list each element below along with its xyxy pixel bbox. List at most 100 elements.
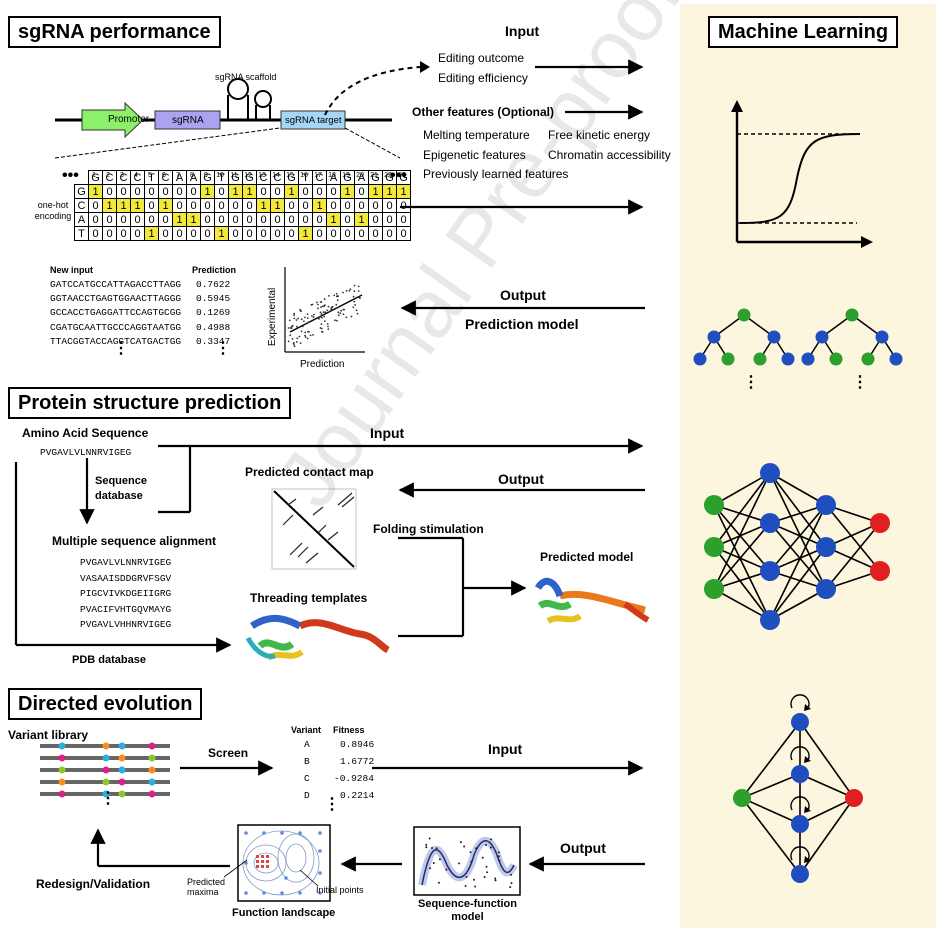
protein-input-label: Input bbox=[370, 425, 405, 441]
onehot-cell: 0 bbox=[312, 212, 327, 227]
rnn-node bbox=[791, 865, 809, 883]
scatter-point bbox=[320, 316, 323, 319]
prediction-header: Prediction bbox=[192, 265, 237, 275]
redesign-label: Redesign/Validation bbox=[36, 877, 151, 891]
scatter-point bbox=[337, 311, 340, 314]
new-input-header: New input bbox=[50, 265, 93, 275]
sf-point bbox=[458, 862, 461, 865]
directed-title: Directed evolution bbox=[8, 688, 203, 720]
loop-arrowhead bbox=[804, 806, 811, 813]
sf-point bbox=[435, 847, 438, 850]
loop-arrowhead bbox=[804, 756, 811, 763]
onehot-cell: 0 bbox=[130, 226, 145, 241]
sf-point bbox=[494, 877, 497, 880]
variant-name: C bbox=[304, 773, 310, 784]
nn-edge bbox=[769, 522, 827, 548]
scatter-point bbox=[316, 317, 319, 320]
sequence-base: G bbox=[368, 170, 383, 185]
sequence-base: C bbox=[312, 170, 327, 185]
scatter-point bbox=[312, 316, 315, 319]
scatter-point bbox=[340, 309, 342, 312]
sgrna-title: sgRNA performance bbox=[8, 16, 221, 48]
onehot-cell: 0 bbox=[172, 184, 187, 199]
protein-output-label: Output bbox=[498, 471, 544, 487]
initial-points-label: Initial points bbox=[316, 885, 364, 895]
scatter-point bbox=[322, 311, 325, 313]
variant-name: A bbox=[304, 739, 310, 750]
onehot-cell: 1 bbox=[340, 184, 355, 199]
scatter-point bbox=[287, 340, 290, 343]
onehot-cell: 0 bbox=[326, 184, 341, 199]
scatter-point bbox=[334, 319, 336, 322]
onehot-cell: 1 bbox=[284, 184, 299, 199]
onehot-cell: 0 bbox=[340, 212, 355, 227]
recurrent-loop bbox=[790, 746, 810, 761]
onehot-cell: 0 bbox=[88, 226, 103, 241]
grid-row-label: T bbox=[74, 226, 89, 241]
scatter-point bbox=[293, 312, 295, 315]
sf-point bbox=[428, 837, 431, 840]
scatter-point bbox=[319, 311, 322, 314]
scatter-point bbox=[336, 299, 339, 302]
scatter-point bbox=[323, 320, 326, 322]
input-item: Editing outcome bbox=[438, 51, 525, 65]
sf-point bbox=[494, 879, 497, 882]
loop-arrowhead bbox=[804, 704, 811, 711]
neural-network bbox=[704, 463, 890, 630]
onehot-cell: 0 bbox=[256, 212, 271, 227]
scatter-point bbox=[323, 315, 326, 318]
onehot-cell: 0 bbox=[382, 212, 397, 227]
onehot-cell: 0 bbox=[200, 226, 215, 241]
scatter-point bbox=[319, 301, 322, 303]
sequence-base: C bbox=[256, 170, 271, 185]
variant-fitness: -0.9284 bbox=[334, 773, 374, 784]
onehot-cell: 0 bbox=[242, 212, 257, 227]
scatter-point bbox=[300, 330, 303, 333]
sgrna-construct-diagram bbox=[54, 78, 401, 159]
sf-point bbox=[431, 847, 433, 849]
scatter-point bbox=[311, 315, 313, 317]
onehot-cell: 0 bbox=[396, 212, 411, 227]
nn-edge bbox=[825, 504, 881, 572]
sf-point bbox=[498, 855, 500, 858]
directed-output-label: Output bbox=[560, 840, 606, 856]
prediction-value: 0.1269 bbox=[196, 307, 231, 319]
onehot-cell: 0 bbox=[102, 226, 117, 241]
onehot-cell: 0 bbox=[368, 212, 383, 227]
scatter-point bbox=[289, 327, 292, 329]
onehot-cell: 0 bbox=[130, 212, 145, 227]
scatter-point bbox=[295, 319, 298, 321]
sequence-base: G bbox=[200, 170, 215, 185]
tree-node bbox=[781, 352, 795, 366]
onehot-cell: 0 bbox=[186, 198, 201, 213]
scatter-point bbox=[335, 292, 338, 295]
ellipsis: ••• bbox=[62, 167, 79, 184]
nn-node bbox=[704, 537, 724, 557]
onehot-cell: 1 bbox=[396, 184, 411, 199]
tree-node bbox=[737, 308, 751, 322]
prediction-value: 0.4988 bbox=[196, 321, 231, 333]
onehot-cell: 0 bbox=[88, 198, 103, 213]
predicted-model-label: Predicted model bbox=[540, 550, 634, 564]
mutation-dot bbox=[102, 766, 110, 774]
variant-header: Variant bbox=[291, 725, 322, 735]
nn-edge bbox=[713, 546, 771, 572]
sf-point bbox=[459, 841, 462, 844]
sf-point bbox=[432, 862, 435, 864]
nn-edge bbox=[713, 472, 771, 548]
onehot-cell: 0 bbox=[214, 212, 229, 227]
rnn-edge bbox=[741, 721, 801, 799]
nn-edge bbox=[713, 504, 771, 621]
rnn-edge bbox=[741, 797, 801, 875]
sequence-base: G bbox=[284, 170, 299, 185]
scatter-point bbox=[304, 334, 306, 337]
decision-trees bbox=[693, 308, 903, 366]
nn-edge bbox=[769, 504, 827, 621]
mutation-dot bbox=[148, 742, 156, 750]
scatter-point bbox=[355, 309, 358, 312]
scatter-point bbox=[304, 336, 307, 338]
mutation-dot bbox=[148, 790, 156, 798]
onehot-cell: 0 bbox=[326, 198, 341, 213]
scatter-point bbox=[307, 321, 310, 323]
onehot-cell: 0 bbox=[284, 226, 299, 241]
